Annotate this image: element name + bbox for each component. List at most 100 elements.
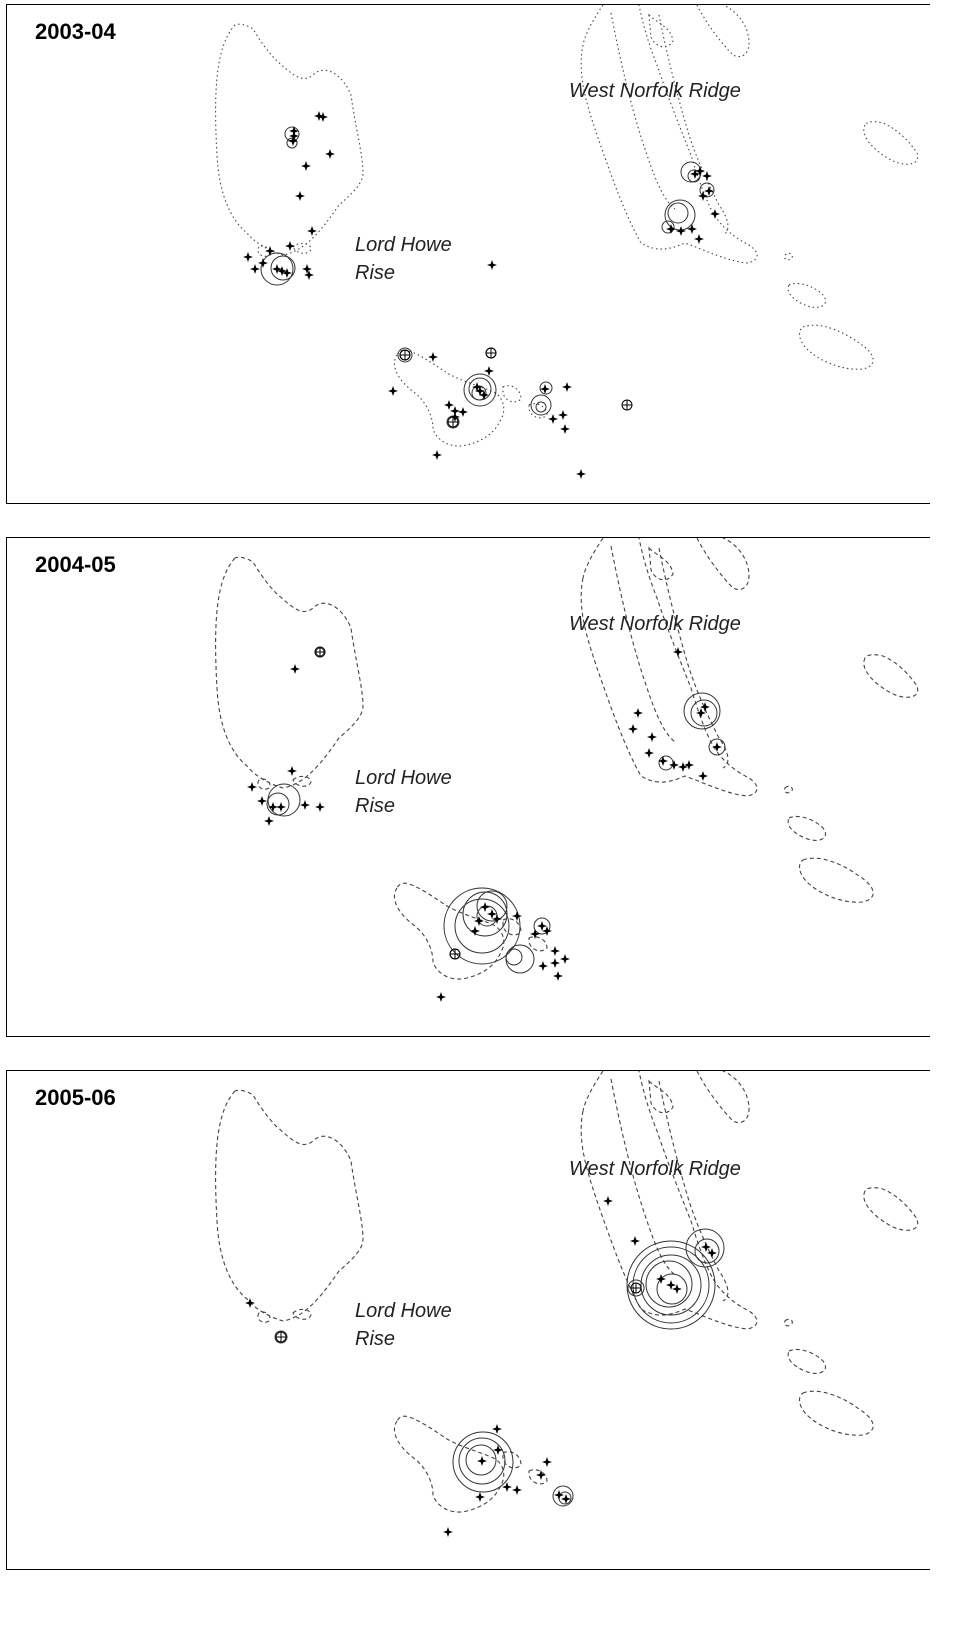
tow-star-markers [247, 647, 722, 1002]
effort-plus-markers [399, 347, 633, 428]
tow-star-marker [492, 914, 502, 924]
tow-star-marker [265, 246, 275, 256]
tow-star-marker [700, 702, 710, 712]
catch-circle [661, 220, 675, 234]
catch-circle [458, 1437, 506, 1485]
tow-star-marker [243, 252, 253, 262]
depth-contour [658, 14, 729, 236]
tow-star-marker [475, 386, 485, 396]
tow-star-marker [512, 1485, 522, 1495]
map-canvas [215, 1071, 919, 1537]
catch-circle [463, 373, 497, 407]
lord-howe-label-line2: Rise [355, 1328, 396, 1350]
catch-circle [645, 1260, 693, 1308]
tow-star-marker [472, 382, 482, 392]
map-panel-2005-06: 2005-06 Lord Howe Rise West Norfolk Ridg… [6, 1070, 930, 1570]
depth-contour [393, 349, 505, 447]
depth-contour [787, 1348, 827, 1374]
lord-howe-label-line1: Lord Howe [355, 767, 452, 789]
map-canvas [215, 5, 919, 479]
catch-circle [552, 1485, 574, 1507]
tow-star-marker [669, 760, 679, 770]
lord-howe-label-line2: Rise [355, 262, 396, 284]
effort-plus-markers [314, 646, 461, 960]
catch-circle [530, 394, 552, 416]
tow-star-marker [656, 1274, 666, 1284]
catch-circle [694, 1238, 720, 1264]
tow-star-marker [576, 469, 586, 479]
catch-circle [267, 783, 301, 817]
tow-star-marker [282, 268, 292, 278]
tow-star-marker [477, 1456, 487, 1466]
depth-contour [528, 936, 548, 952]
tow-star-marker [258, 258, 268, 268]
depth-contour [648, 13, 674, 48]
tow-star-marker [458, 407, 468, 417]
tow-star-marker [250, 264, 260, 274]
bathymetry-contours [215, 1071, 919, 1513]
tow-star-marker [690, 169, 700, 179]
depth-contour [648, 546, 674, 581]
bathymetry-contours [215, 5, 919, 447]
tow-star-marker [272, 264, 282, 274]
catch-circle [452, 1431, 514, 1493]
tow-star-marker [487, 260, 497, 270]
west-norfolk-ridge-label: West Norfolk Ridge [569, 613, 741, 635]
catch-circle [505, 944, 535, 974]
map-canvas [215, 538, 919, 1002]
tow-star-marker [542, 1457, 552, 1467]
tow-star-marker [502, 1482, 512, 1492]
tow-star-marker [289, 131, 299, 141]
depth-contour [215, 1089, 364, 1322]
tow-star-marker [474, 916, 484, 926]
catch-circle [667, 202, 689, 224]
tow-star-marker [245, 1298, 255, 1308]
tow-star-marker [673, 647, 683, 657]
tow-star-marker [560, 424, 570, 434]
catch-circle [632, 1246, 710, 1324]
west-norfolk-ridge-label: West Norfolk Ridge [569, 1158, 741, 1180]
tow-star-marker [542, 926, 552, 936]
depth-contour [393, 1415, 505, 1513]
depth-contour [863, 121, 919, 165]
plus-marker-cross [315, 647, 325, 657]
depth-contour [783, 785, 793, 794]
tow-star-marker [712, 742, 722, 752]
catch-circle [462, 891, 508, 937]
tow-star-marker [698, 191, 708, 201]
tow-star-marker [695, 166, 705, 176]
tow-star-marker [304, 270, 314, 280]
catch-circle [443, 887, 521, 965]
catch-circle [274, 1330, 288, 1344]
lord-howe-rise-label: Lord Howe Rise [355, 764, 452, 820]
lord-howe-label-line1: Lord Howe [355, 1300, 452, 1322]
depth-contour [292, 242, 312, 254]
catch-circle [286, 137, 298, 149]
depth-contour [863, 1187, 919, 1231]
tow-star-marker [633, 708, 643, 718]
depth-contour [580, 5, 758, 264]
tow-star-marker [538, 961, 548, 971]
depth-contour [257, 1311, 271, 1323]
tow-star-marker [530, 929, 540, 939]
tow-star-marker [277, 266, 287, 276]
tow-star-marker [288, 136, 298, 146]
depth-contour [783, 252, 793, 261]
tow-star-marker [687, 224, 697, 234]
panel-year: 2003-04 [35, 19, 116, 44]
depth-contour [215, 23, 364, 256]
plus-marker-cross [450, 949, 460, 959]
tow-star-marker [548, 414, 558, 424]
depth-contour [610, 545, 676, 743]
catch-circle [627, 1279, 645, 1297]
tow-star-marker [684, 760, 694, 770]
tow-star-marker [666, 224, 676, 234]
tow-star-marker [480, 902, 490, 912]
tow-star-markers [243, 111, 720, 479]
depth-contour [648, 1079, 674, 1114]
tow-star-marker [672, 1284, 682, 1294]
tow-star-marker [694, 234, 704, 244]
tow-star-marker [301, 161, 311, 171]
plus-marker-cross [276, 1332, 286, 1342]
tow-star-marker [658, 756, 668, 766]
